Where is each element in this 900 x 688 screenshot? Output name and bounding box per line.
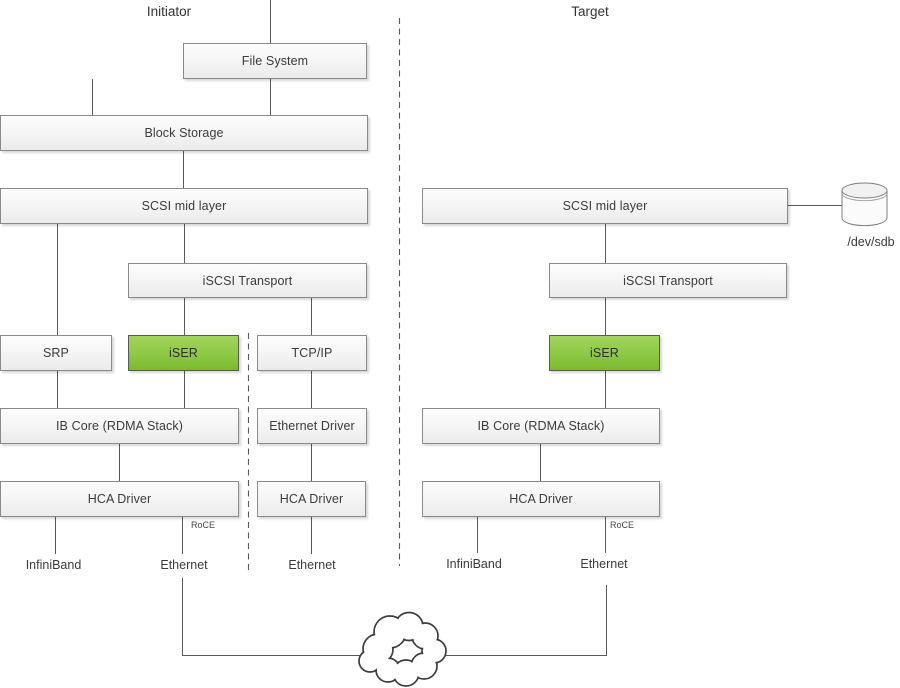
roce-label-initiator: RoCE bbox=[190, 520, 215, 530]
box-scsi-mid-layer-target: SCSI mid layer bbox=[422, 188, 788, 224]
box-hca-driver-ethernet: HCA Driver bbox=[257, 481, 366, 517]
box-iscsi-transport-target: iSCSI Transport bbox=[549, 263, 787, 298]
box-ib-core-target: IB Core (RDMA Stack) bbox=[422, 408, 660, 444]
box-file-system: File System bbox=[183, 43, 367, 79]
port-infiniband-initiator: InfiniBand bbox=[25, 558, 82, 572]
port-ethernet-tcp-initiator: Ethernet bbox=[288, 558, 336, 572]
port-ethernet-rdma-initiator: Ethernet bbox=[160, 558, 208, 572]
initiator-connectors bbox=[55, 0, 360, 656]
box-tcp-ip: TCP/IP bbox=[257, 335, 367, 371]
target-title: Target bbox=[571, 4, 609, 19]
box-srp: SRP bbox=[0, 335, 112, 371]
box-iser-initiator: iSER bbox=[128, 335, 239, 371]
box-ethernet-driver: Ethernet Driver bbox=[257, 408, 367, 444]
box-iscsi-transport-initiator: iSCSI Transport bbox=[128, 263, 367, 298]
roce-label-target: RoCE bbox=[609, 520, 634, 530]
box-ib-core-initiator: IB Core (RDMA Stack) bbox=[0, 408, 239, 444]
network-cloud-icon bbox=[358, 611, 447, 687]
box-iser-target: iSER bbox=[549, 335, 660, 371]
target-connectors bbox=[445, 205, 843, 656]
disk-device-label: /dev/sdb bbox=[847, 235, 895, 249]
disk-cylinder-icon bbox=[841, 182, 888, 227]
box-hca-driver-target: HCA Driver bbox=[422, 481, 660, 517]
port-ethernet-target: Ethernet bbox=[580, 557, 628, 571]
initiator-title: Initiator bbox=[146, 4, 192, 19]
box-block-storage: Block Storage bbox=[0, 115, 368, 151]
box-hca-driver-initiator: HCA Driver bbox=[0, 481, 239, 517]
box-scsi-mid-layer-initiator: SCSI mid layer bbox=[0, 188, 368, 224]
port-infiniband-target: InfiniBand bbox=[446, 557, 502, 571]
